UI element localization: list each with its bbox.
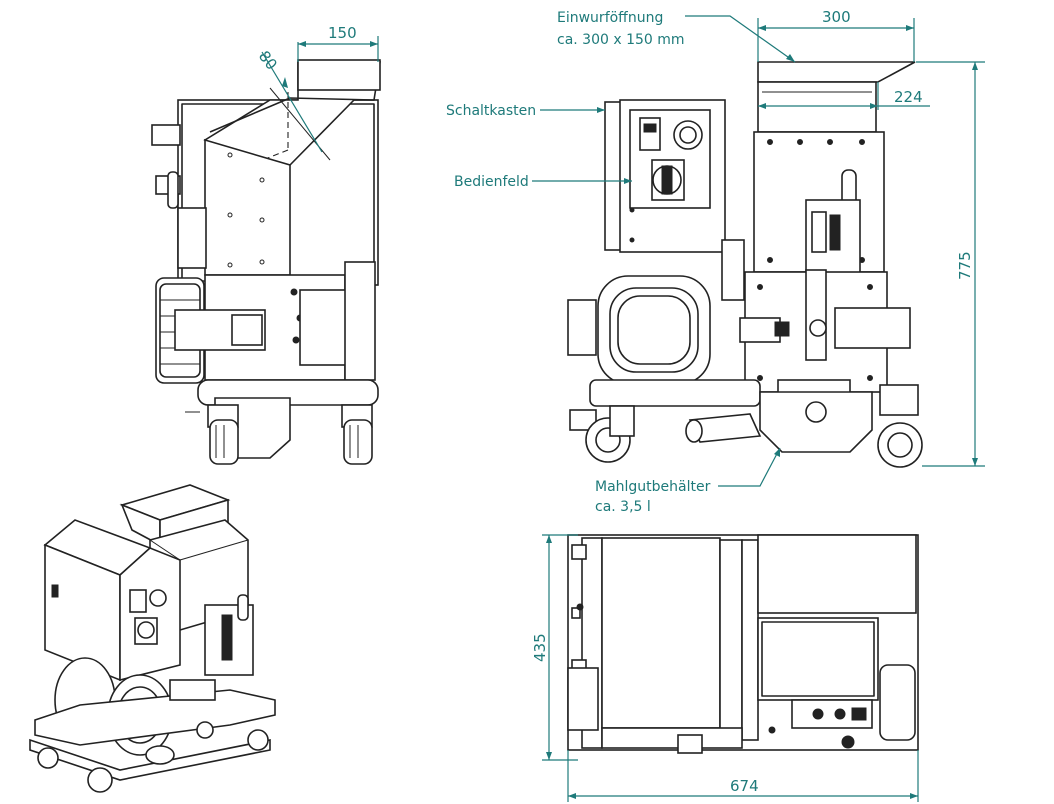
dim-674: 674 (567, 750, 919, 802)
label-schaltkasten: Schaltkasten (446, 103, 536, 119)
dim-435: 435 (531, 534, 578, 761)
side-view (151, 59, 381, 465)
dim-label-150: 150 (328, 24, 357, 42)
callout-schaltkasten: Schaltkasten (446, 103, 605, 119)
callout-bedienfeld: Bedienfeld (454, 174, 632, 190)
dim-label-300: 300 (822, 8, 851, 26)
dim-300: 300 (757, 8, 915, 62)
dim-label-224: 224 (894, 88, 923, 106)
dim-775: 775 (916, 61, 985, 467)
callout-einwurf: Einwurföffnung ca. 300 x 150 mm (557, 10, 796, 63)
label-einwurf-line1: Einwurföffnung (557, 10, 663, 26)
dim-label-80: 80 (255, 47, 281, 73)
label-mahlgut-line2: ca. 3,5 l (595, 499, 651, 515)
top-view (567, 534, 919, 754)
isometric-view (29, 484, 276, 793)
dim-label-775: 775 (956, 251, 974, 280)
label-mahlgut-line1: Mahlgutbehälter (595, 479, 711, 495)
dim-label-435: 435 (531, 633, 549, 662)
label-einwurf-line2: ca. 300 x 150 mm (557, 32, 685, 48)
label-bedienfeld: Bedienfeld (454, 174, 529, 190)
dim-224: 224 (758, 82, 930, 110)
callout-mahlgut: Mahlgutbehälter ca. 3,5 l (595, 447, 781, 515)
dim-150: 150 (297, 24, 379, 62)
front-view (567, 61, 923, 468)
dim-label-674: 674 (730, 777, 759, 795)
